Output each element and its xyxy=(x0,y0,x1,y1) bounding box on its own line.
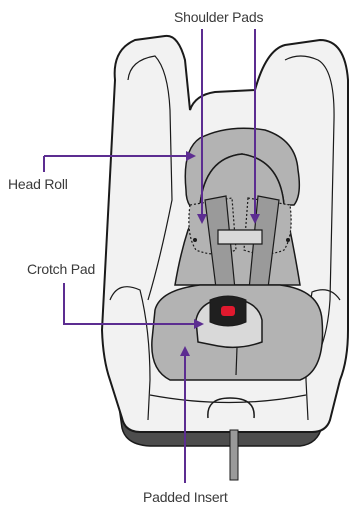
right-pad-dot xyxy=(286,238,290,242)
shoulder-pads-label: Shoulder Pads xyxy=(174,9,263,25)
left-pad-dot xyxy=(193,238,197,242)
tether-strap xyxy=(230,430,238,480)
buckle-release-button xyxy=(221,306,235,316)
crotch-pad-label: Crotch Pad xyxy=(27,261,95,277)
head-roll-label: Head Roll xyxy=(8,176,68,192)
padded-insert-label: Padded Insert xyxy=(143,489,228,505)
chest-clip xyxy=(218,230,262,244)
